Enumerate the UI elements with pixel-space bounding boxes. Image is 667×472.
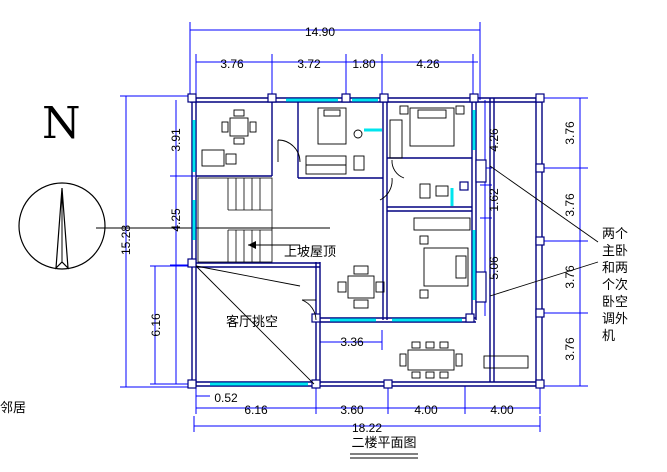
label-living-void: 客厅挑空 xyxy=(226,314,278,330)
note-leaders xyxy=(489,165,599,297)
stair-arrow-head xyxy=(248,241,256,249)
living-void-lines xyxy=(195,265,315,385)
dim-inner-162: 1.62 xyxy=(487,188,501,212)
north-compass xyxy=(18,182,106,270)
dim-bottom-4: 4.00 xyxy=(490,403,514,417)
ac-note-line: 两个 xyxy=(602,227,628,242)
dim-inner-052: 0.52 xyxy=(214,391,238,405)
dim-inner-506: 5.06 xyxy=(487,256,501,280)
windows xyxy=(192,98,476,386)
dim-top-1: 3.76 xyxy=(220,57,244,71)
dim-top-total: 14.90 xyxy=(305,25,335,39)
ac-note-line: 主卧 xyxy=(602,244,628,259)
dim-right-4: 3.76 xyxy=(563,337,577,361)
dim-bottom-total: 18.22 xyxy=(352,421,382,435)
dimension-lines xyxy=(120,22,588,432)
ac-note-line: 个次 xyxy=(602,277,628,293)
dim-top-4: 4.26 xyxy=(416,57,440,71)
columns xyxy=(187,93,545,389)
ac-note-line: 机 xyxy=(602,329,615,344)
dim-right-3: 3.76 xyxy=(563,265,577,289)
ac-note-line: 卧空 xyxy=(602,295,628,310)
dim-right-1: 3.76 xyxy=(563,121,577,145)
dim-left-2: 4.25 xyxy=(169,208,183,232)
dim-bottom-3: 4.00 xyxy=(414,403,438,417)
label-slope-roof: 上坡屋顶 xyxy=(284,245,336,260)
dim-left-total: 15.28 xyxy=(119,225,133,255)
stairs xyxy=(197,177,273,263)
north-label: N xyxy=(42,98,81,149)
furniture xyxy=(201,105,529,379)
label-neighbor: 邻居 xyxy=(0,401,26,416)
dim-right-2: 3.76 xyxy=(563,193,577,217)
dim-bottom-2: 3.60 xyxy=(340,403,364,417)
plan-title: 二楼平面图 xyxy=(351,436,416,451)
dim-top-3: 1.80 xyxy=(352,57,376,71)
dim-inner-336: 3.36 xyxy=(340,335,364,349)
dim-left-1: 3.91 xyxy=(169,128,183,152)
dim-bottom-1: 6.16 xyxy=(244,403,268,417)
dim-inner-426: 4.26 xyxy=(487,128,501,152)
ac-note-line: 和两 xyxy=(602,261,628,276)
ac-note: 两个 主卧 和两 个次 卧空 调外 机 xyxy=(602,227,628,344)
dim-left-3: 6.16 xyxy=(149,313,163,337)
ac-note-line: 调外 xyxy=(602,312,628,327)
dim-top-2: 3.72 xyxy=(297,57,321,71)
